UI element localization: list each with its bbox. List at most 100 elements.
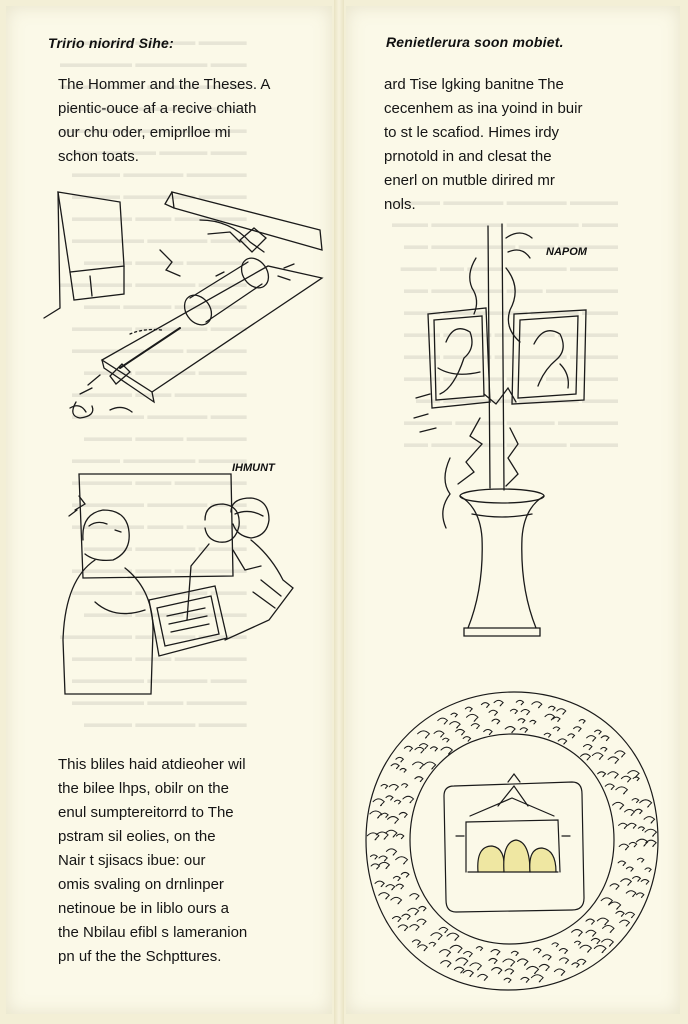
seal-ornament-pattern [367, 700, 656, 982]
left-heading: Tririo niorird Sihe: [48, 35, 174, 51]
ornament-squiggle [376, 832, 388, 839]
ornament-squiggle [417, 919, 426, 924]
ornament-squiggle [415, 777, 423, 782]
ornament-squiggle [633, 876, 641, 881]
ornament-squiggle [464, 952, 473, 957]
ornament-squiggle [375, 881, 384, 887]
ornament-squiggle [463, 970, 473, 976]
ornament-squiggle [554, 969, 564, 975]
ornament-squiggle [386, 830, 397, 837]
ornament-squiggle [441, 961, 451, 967]
text-line: netinoue be in liblo ours a [58, 900, 229, 917]
stained-glass-vase-illustration [410, 218, 590, 643]
ornament-squiggle [531, 975, 543, 982]
ornament-squiggle [592, 753, 603, 759]
ornament-squiggle [429, 942, 435, 946]
text-line: ard Tise lgking banitne The [384, 76, 564, 93]
ornament-squiggle [530, 720, 536, 724]
ornament-squiggle [534, 948, 541, 952]
page-gutter [334, 0, 344, 1024]
ornament-squiggle [619, 823, 628, 828]
ornament-squiggle [527, 966, 539, 973]
ornament-squiggle [517, 959, 527, 965]
ornament-squiggle [574, 727, 582, 732]
ornament-squiggle [608, 772, 618, 778]
ornament-squiggle [410, 894, 419, 900]
ornament-squiggle [636, 893, 643, 897]
ornament-squiggle [510, 709, 517, 713]
ornament-squiggle [398, 925, 407, 931]
ornament-squiggle [568, 734, 575, 738]
ornament-squiggle [471, 724, 479, 729]
ornament-squiggle [520, 728, 527, 732]
ornament-squiggle [371, 864, 379, 869]
ornament-squiggle [401, 872, 409, 877]
ornament-squiggle [413, 762, 424, 769]
ornament-squiggle [489, 958, 497, 963]
text-line: pstram sil eolies, on the [58, 828, 216, 845]
ornament-squiggle [633, 777, 639, 781]
monks-reading-illustration [55, 470, 305, 705]
ornament-squiggle [491, 950, 500, 955]
ornament-squiggle [645, 868, 651, 872]
ornament-squiggle [394, 800, 400, 804]
ornament-squiggle [601, 747, 607, 751]
ornament-squiggle [632, 798, 639, 802]
text-line: enul sumptereitorrd to The [58, 804, 234, 821]
ornament-squiggle [620, 920, 630, 926]
ornament-squiggle [391, 764, 399, 769]
ornament-squiggle [641, 880, 649, 885]
ornament-squiggle [503, 959, 515, 966]
ornament-squiggle [393, 876, 400, 880]
ornament-squiggle [438, 718, 448, 724]
left-intro-paragraph: The Hommer and the Theses. A pientic-ouc… [58, 73, 270, 169]
ornament-squiggle [598, 772, 606, 777]
ornament-squiggle [626, 912, 635, 917]
ornament-squiggle [583, 744, 591, 749]
ornament-squiggle [396, 834, 403, 838]
ornament-squiggle [586, 919, 594, 924]
ornament-squiggle [439, 927, 448, 932]
ornament-squiggle [521, 710, 530, 715]
ornament-squiggle [450, 722, 460, 728]
ornament-squiggle [396, 757, 403, 762]
ornament-squiggle [609, 902, 621, 909]
ornament-squiggle [625, 809, 635, 815]
ornament-squiggle [367, 833, 379, 840]
ornament-squiggle [402, 784, 408, 788]
text-line: schon toats. [58, 148, 139, 165]
ornament-squiggle [628, 771, 639, 778]
circular-seal-illustration [358, 686, 670, 998]
ornament-squiggle [595, 730, 602, 734]
text-line: enerl on mutble dirired mr [384, 172, 555, 189]
ornament-squiggle [621, 776, 630, 782]
ornament-squiggle [553, 727, 560, 731]
ornament-squiggle [434, 731, 444, 737]
ornament-squiggle [396, 857, 408, 864]
ornament-squiggle [418, 731, 430, 738]
ornament-squiggle [636, 839, 647, 846]
ornament-squiggle [549, 706, 556, 710]
ornament-squiggle [419, 906, 426, 910]
ornament-squiggle [505, 969, 513, 974]
ornament-squiggle [646, 840, 656, 846]
ornament-squiggle [610, 884, 619, 889]
ornament-squiggle [621, 879, 632, 885]
ornament-squiggle [454, 967, 464, 973]
ornament-squiggle [412, 940, 420, 945]
ornament-squiggle [635, 809, 642, 813]
text-line: omis svaling on drnlinper [58, 876, 224, 893]
ornament-squiggle [638, 827, 644, 831]
ornament-squiggle [379, 893, 389, 899]
ornament-squiggle [392, 916, 400, 921]
ornament-squiggle [386, 885, 395, 890]
ornament-squiggle [476, 947, 482, 951]
text-line: pn uf the the Schpttures. [58, 948, 222, 965]
ornament-squiggle [618, 861, 625, 866]
ornament-squiggle [443, 738, 449, 742]
ornament-squiggle [577, 959, 585, 964]
ornament-squiggle [439, 950, 450, 957]
right-caption: NAPOM [546, 246, 587, 258]
ornament-squiggle [410, 925, 419, 931]
ornament-squiggle [379, 856, 387, 861]
